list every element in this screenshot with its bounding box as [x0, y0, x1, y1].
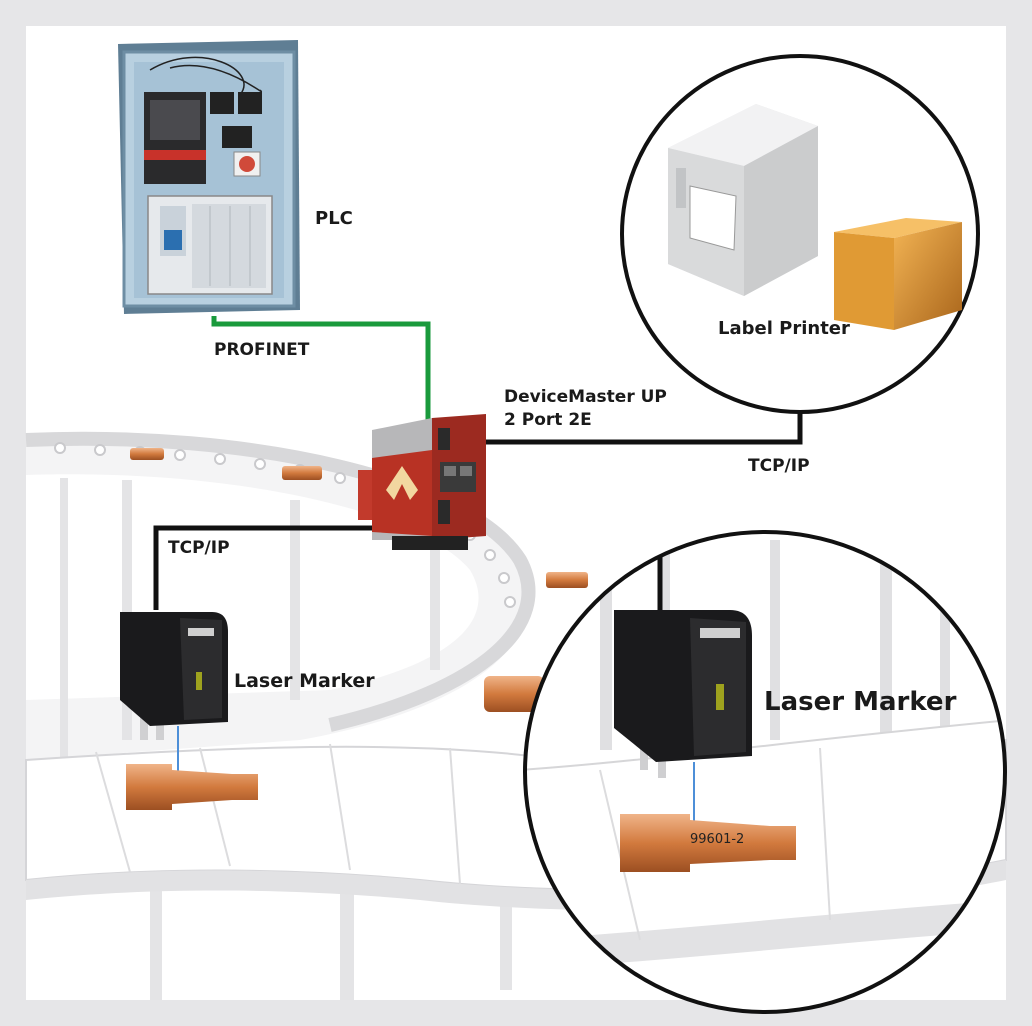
- box-icon: [834, 218, 962, 330]
- laser-marker-zoom: [523, 530, 1007, 1014]
- devicemaster-icon: [358, 414, 486, 550]
- copper-part-icon: [130, 448, 588, 712]
- profinet-label: PROFINET: [214, 340, 310, 360]
- laser-marker-zoom-label: Laser Marker: [764, 687, 957, 717]
- plc-label: PLC: [315, 208, 353, 229]
- plc-cabinet-icon: [118, 40, 300, 314]
- label-printer-icon: [668, 104, 818, 296]
- profinet-cable: [211, 316, 431, 430]
- laser-marker-icon: [614, 610, 752, 834]
- label-printer-zoom: [620, 54, 980, 414]
- copper-part-icon: [126, 764, 258, 810]
- devicemaster-label: DeviceMaster UP 2 Port 2E: [504, 386, 667, 432]
- tcp-label-laser: TCP/IP: [168, 538, 230, 558]
- laser-marker-label: Laser Marker: [234, 670, 375, 692]
- part-number-label: 99601-2: [690, 832, 745, 847]
- tcp-label-printer: TCP/IP: [748, 456, 810, 476]
- devicemaster-label-line2: 2 Port 2E: [504, 410, 592, 430]
- devicemaster-label-line1: DeviceMaster UP: [504, 387, 667, 407]
- laser-marker-icon: [120, 612, 228, 778]
- copper-part-icon: [620, 814, 796, 872]
- tcp-cable-laser: [153, 525, 400, 610]
- tcp-cable-printer: [480, 404, 803, 445]
- label-printer-label: Label Printer: [718, 318, 850, 339]
